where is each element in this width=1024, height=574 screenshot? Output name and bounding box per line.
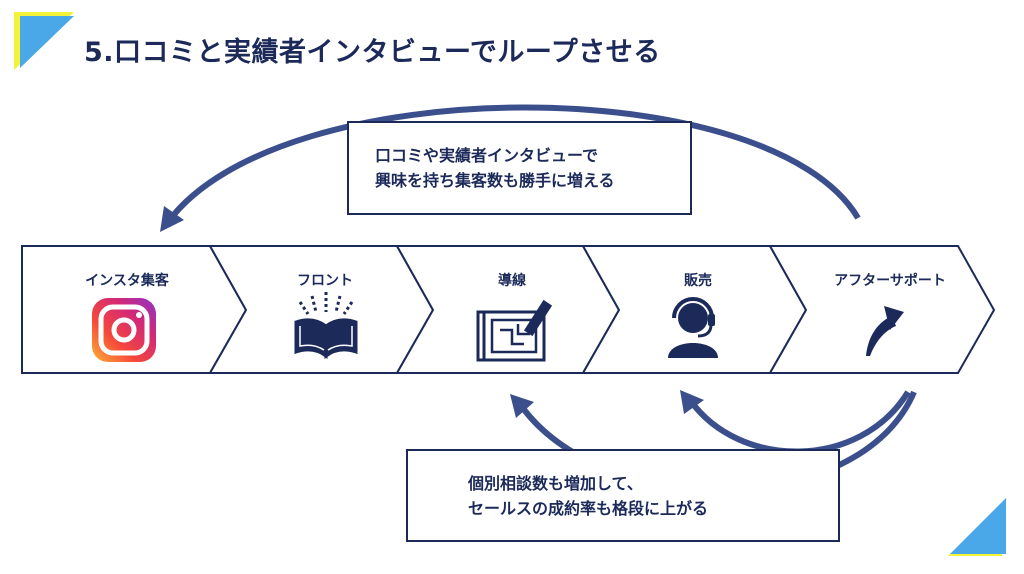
bottom-note-line-1: 個別相談数も増加して、: [468, 474, 643, 493]
step-chevrons: [21, 245, 996, 374]
top-note-line-1: 口コミや実績者インタビューで: [375, 146, 599, 165]
chevron-5: [768, 245, 996, 374]
step-label-front: フロント: [297, 273, 353, 289]
blueprint-icon: [476, 299, 553, 362]
page-title: 5.口コミと実績者インタビューでループさせる: [84, 37, 661, 68]
bottom-note-line-2: セールスの成約率も格段に上がる: [468, 499, 709, 518]
return-arrow-to-sales-head: [680, 390, 704, 414]
return-arrow-to-funnel-head: [510, 394, 534, 418]
step-label-after-support: アフターサポート: [834, 273, 946, 289]
corner-decoration-bottom-right: [948, 498, 1006, 556]
loop-arrow-top-head: [160, 206, 184, 232]
corner-decoration-top-left: [14, 12, 74, 70]
up-arrow-icon: [866, 306, 904, 356]
headset-operator-icon: [668, 297, 718, 358]
top-note-line-2: 興味を持ち集客数も勝手に増える: [375, 171, 615, 190]
step-label-funnel: 導線: [498, 273, 526, 289]
top-note-box: 口コミや実績者インタビューで 興味を持ち集客数も勝手に増える: [347, 121, 692, 215]
instagram-icon: [92, 298, 156, 362]
open-book-icon: [294, 292, 358, 359]
step-label-sales: 販売: [684, 273, 712, 289]
bottom-note-box: 個別相談数も増加して、 セールスの成約率も格段に上がる: [406, 449, 840, 542]
step-label-instagram: インスタ集客: [85, 273, 169, 289]
loop-arrow-top: [165, 104, 861, 224]
